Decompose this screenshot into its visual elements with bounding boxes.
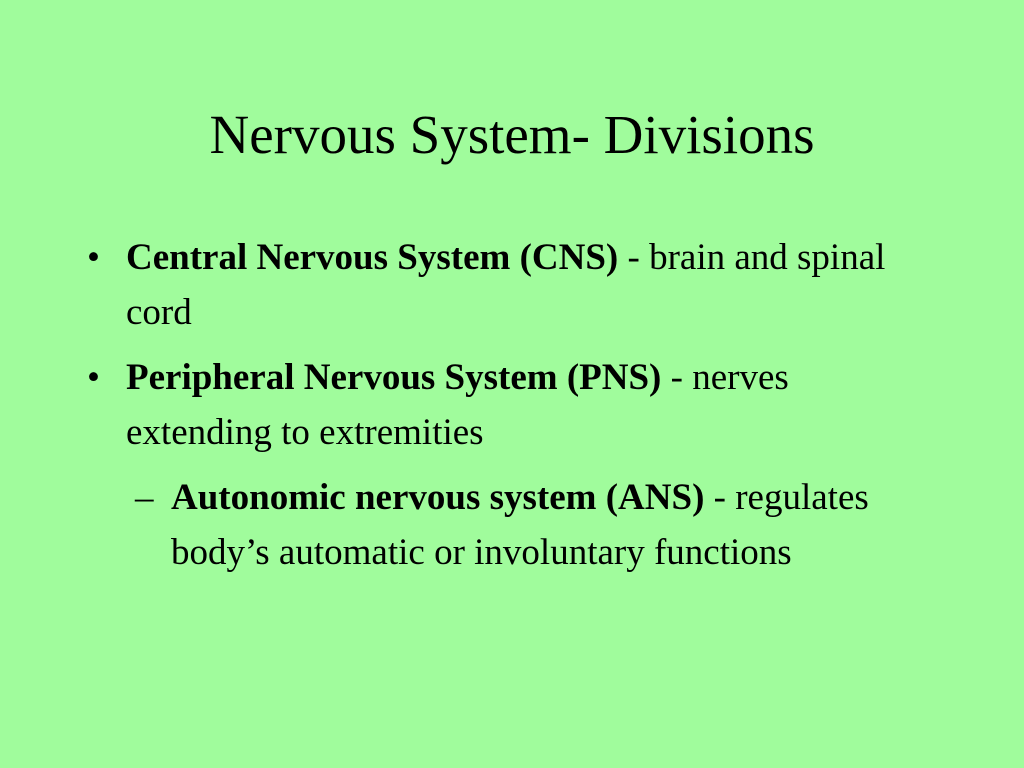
bullet-description: - brain and spinal cord bbox=[126, 237, 886, 333]
bullet-list: • Central Nervous System (CNS) - brain a… bbox=[0, 230, 1024, 580]
slide-title: Nervous System- Divisions bbox=[209, 104, 815, 165]
sub-bullet-term: Autonomic nervous system (ANS) bbox=[171, 477, 705, 518]
bullet-term: Central Nervous System (CNS) bbox=[126, 237, 619, 278]
bullet-marker: • bbox=[87, 357, 100, 398]
sub-bullet-marker: – bbox=[135, 477, 154, 518]
bullet-item-cns: • Central Nervous System (CNS) - brain a… bbox=[0, 230, 886, 340]
bullet-marker: • bbox=[87, 237, 100, 278]
sub-bullet-description: - regulates body’s automatic or involunt… bbox=[171, 477, 869, 573]
sub-bullet-item-ans: – Autonomic nervous system (ANS) - regul… bbox=[0, 470, 951, 580]
bullet-item-pns: • Peripheral Nervous System (PNS) - nerv… bbox=[0, 350, 886, 460]
bullet-term: Peripheral Nervous System (PNS) bbox=[126, 357, 662, 398]
bullet-description: - nerves extending to extremities bbox=[126, 357, 789, 453]
